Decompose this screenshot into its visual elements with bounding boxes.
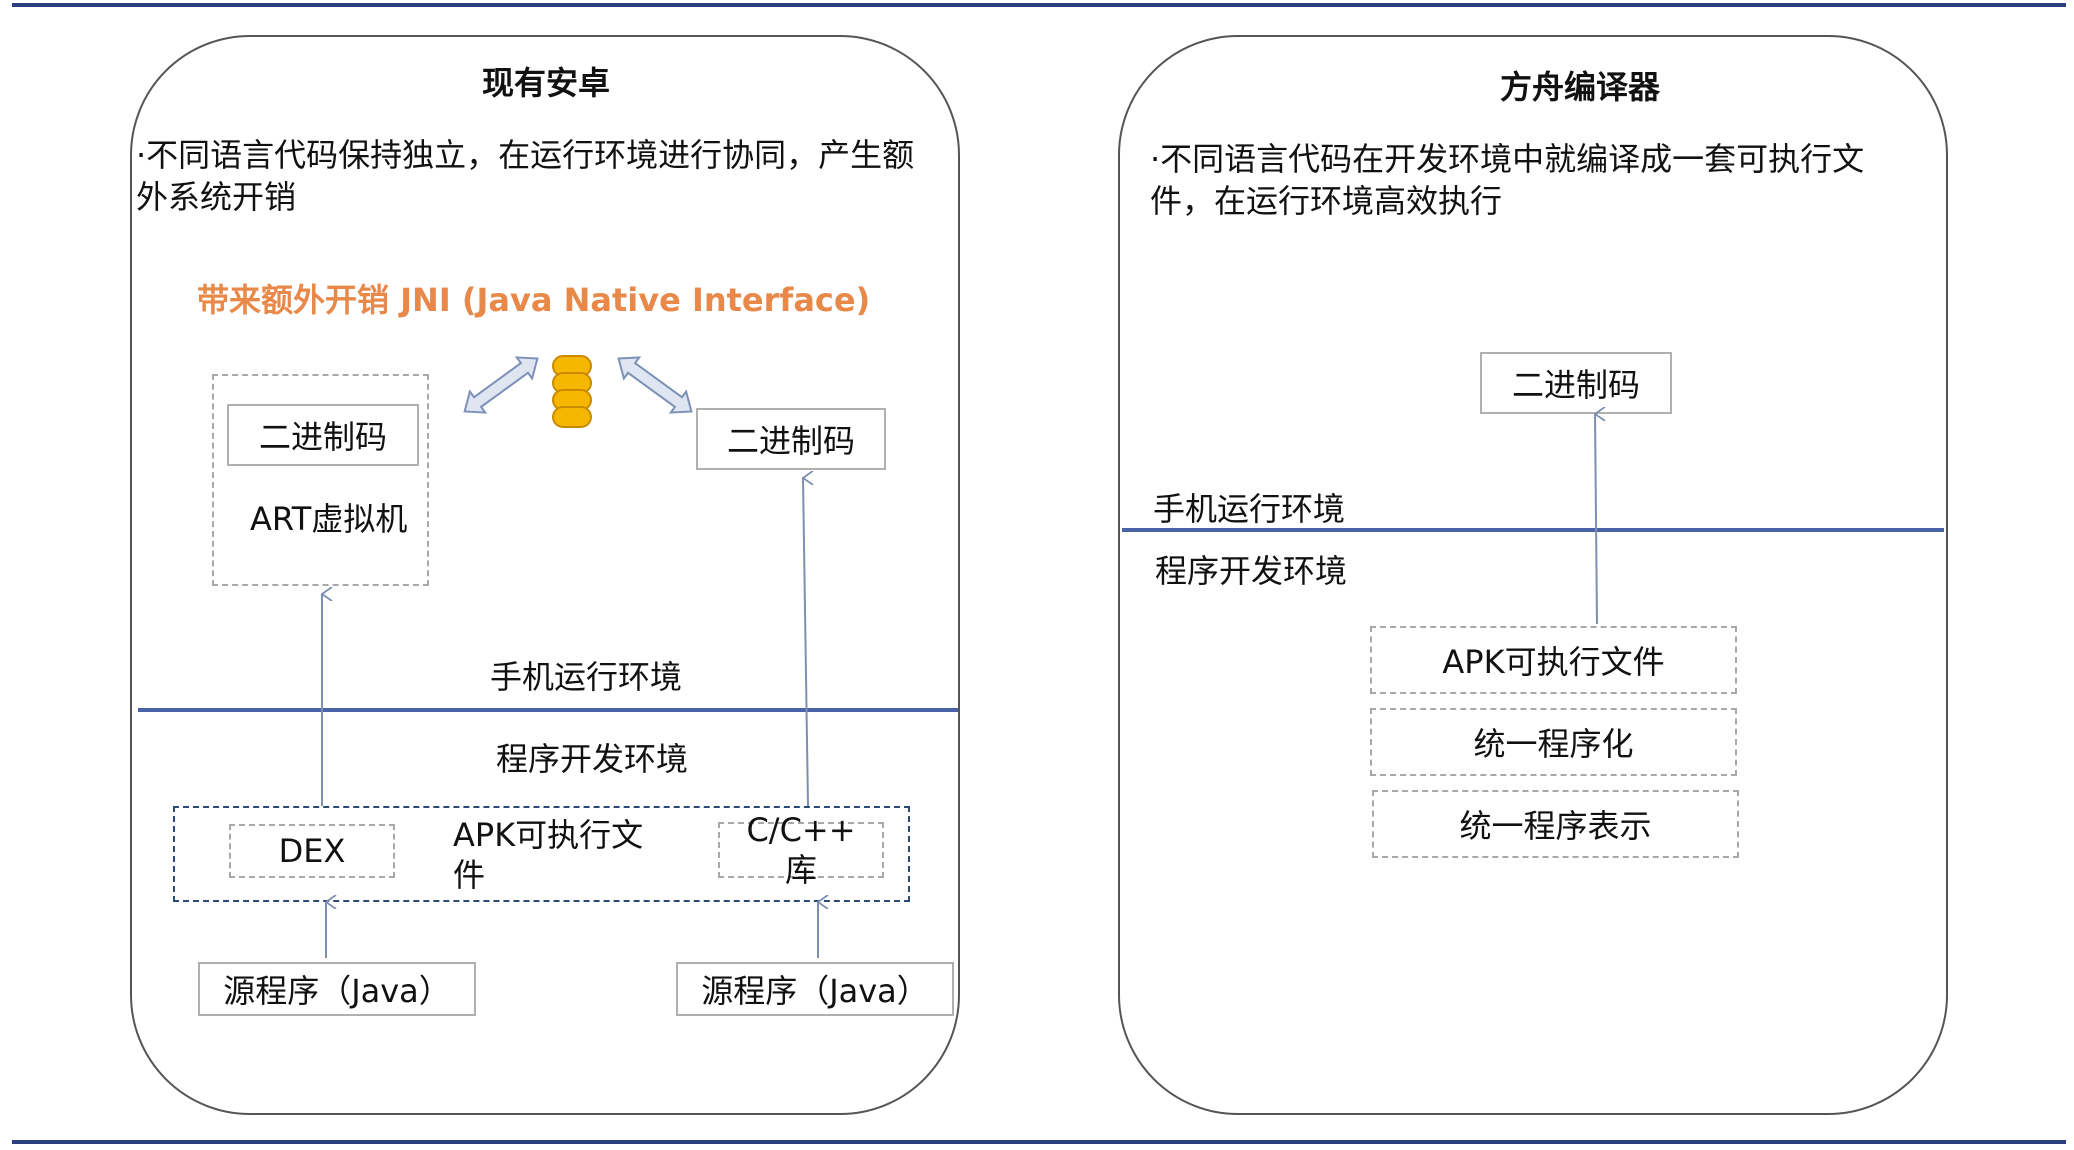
unified-programming-box: 统一程序化 [1370, 708, 1737, 776]
apk-executable-label: APK可执行文 件 [453, 815, 643, 895]
right-runtime-env-label: 手机运行环境 [1153, 490, 1346, 528]
apk-package-group [173, 806, 910, 902]
double-arrow-icon-right [617, 356, 693, 414]
apk-label-line-1: APK可执行文 [453, 816, 644, 854]
binary-code-box-right: 二进制码 [696, 408, 886, 470]
cpp-label-line-2: 库 [784, 851, 817, 889]
dex-box: DEX [229, 824, 395, 878]
right-env-divider [1122, 528, 1944, 532]
jni-overhead-note: 带来额外开销 JNI (Java Native Interface) [197, 281, 871, 319]
cpp-label-line-1: C/C++ [746, 811, 856, 849]
binary-code-box-left: 二进制码 [227, 404, 419, 466]
apk-label-line-2: 件 [453, 856, 486, 894]
right-panel-title: 方舟编译器 [1500, 68, 1661, 106]
right-panel [1118, 35, 1948, 1115]
cpp-library-box [718, 822, 884, 878]
bottom-rule [12, 1140, 2066, 1144]
cpp-library-label: C/C++ 库 [718, 810, 884, 890]
left-dev-env-label: 程序开发环境 [496, 740, 689, 778]
apk-executable-box: APK可执行文件 [1370, 626, 1737, 694]
right-dev-env-label: 程序开发环境 [1155, 552, 1348, 590]
binary-code-box: 二进制码 [1480, 352, 1672, 414]
left-env-divider [138, 708, 958, 712]
cpp-to-binary-arrow [803, 478, 808, 807]
art-vm-label: ART虚拟机 [250, 500, 408, 538]
database-icon [552, 355, 592, 428]
left-panel [130, 35, 960, 1115]
unified-representation-box: 统一程序表示 [1372, 790, 1739, 858]
left-description: ·不同语言代码保持独立，在运行环境进行协同，产生额外系统开销 [136, 136, 915, 216]
right-description: ·不同语言代码在开发环境中就编译成一套可执行文件，在运行环境高效执行 [1150, 140, 1865, 220]
left-panel-title: 现有安卓 [482, 64, 611, 102]
top-rule [12, 3, 2066, 7]
source-java-box-right: 源程序（Java） [676, 962, 954, 1016]
double-arrow-icon-left [463, 356, 539, 414]
apk-to-binary-arrow [1595, 414, 1597, 625]
art-vm-group [212, 374, 429, 586]
left-runtime-env-label: 手机运行环境 [490, 658, 683, 696]
source-java-box-left: 源程序（Java） [198, 962, 476, 1016]
